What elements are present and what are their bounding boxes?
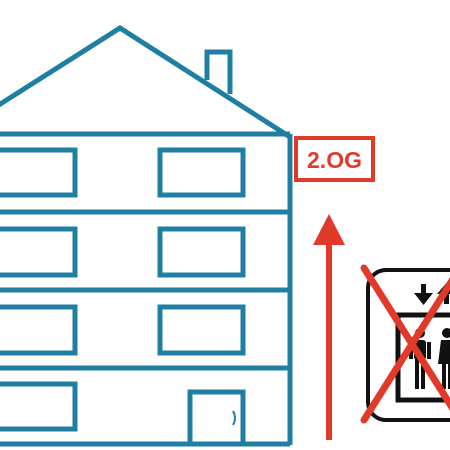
floor-badge-label: 2.OG	[307, 147, 362, 173]
arrow-down-icon	[414, 284, 433, 305]
window-left-eg-upper	[0, 304, 78, 356]
floor-badge: 2.OG	[294, 136, 375, 182]
up-arrow-icon	[313, 214, 345, 440]
window-left-eg	[0, 381, 78, 432]
chimney	[204, 49, 233, 94]
door-handle	[232, 410, 236, 426]
window-right-1og	[157, 226, 246, 278]
window-right-eg-upper	[157, 304, 246, 356]
window-left-1og	[0, 226, 78, 278]
window-left-2og	[0, 147, 78, 198]
window-right-2og	[157, 147, 246, 198]
person-icon	[438, 328, 450, 389]
arrow-head	[313, 214, 345, 245]
elevator-crossed-out-icon	[360, 264, 450, 424]
cross-line-2	[360, 277, 450, 424]
roof	[0, 25, 292, 140]
house-outline-icon	[0, 25, 293, 447]
floor-badge-frame	[294, 136, 375, 182]
door	[187, 389, 246, 447]
